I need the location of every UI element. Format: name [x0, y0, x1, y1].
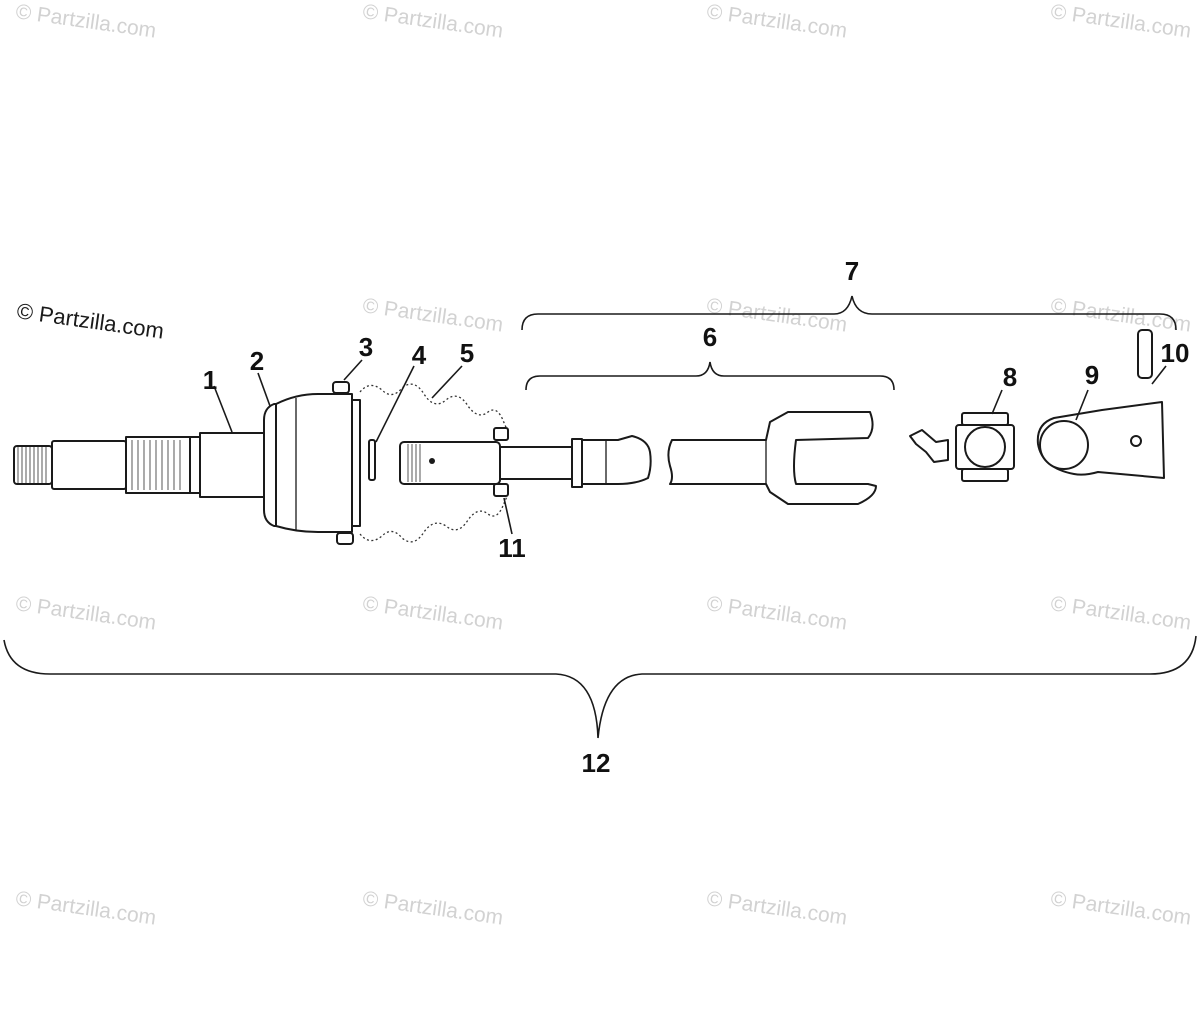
- part-3-boot-clamp: [332, 381, 354, 545]
- callout-4: 4: [412, 340, 427, 370]
- watermark: © Partzilla.com: [361, 294, 504, 336]
- watermark: © Partzilla.com: [14, 887, 157, 929]
- part-6-shaft-yoke: [399, 411, 877, 505]
- callout-3: 3: [359, 332, 373, 362]
- leader-lines: [213, 359, 1167, 535]
- callout-8: 8: [1003, 362, 1017, 392]
- callout-9: 9: [1085, 360, 1099, 390]
- watermark: © Partzilla.com: [14, 0, 157, 42]
- watermark: © Partzilla.com: [705, 887, 848, 929]
- watermark: © Partzilla.com: [705, 294, 848, 336]
- part-4-snap-ring: [368, 439, 376, 481]
- callout-12: 12: [582, 748, 611, 778]
- watermark: © Partzilla.com: [361, 0, 504, 42]
- watermark: © Partzilla.com: [1049, 294, 1192, 336]
- callout-7: 7: [845, 256, 859, 286]
- brace-7: [521, 295, 1177, 331]
- part-1-stub-shaft: [13, 432, 265, 498]
- watermark: © Partzilla.com: [1049, 592, 1192, 634]
- watermark: © Partzilla.com: [14, 592, 157, 634]
- callout-6: 6: [703, 322, 717, 352]
- callout-5: 5: [460, 338, 474, 368]
- part-5-cv-boot: [359, 383, 509, 543]
- callout-labels: 1 2 3 4 5 6 7 8 9 10 11 12: [203, 256, 1190, 778]
- watermark: © Partzilla.com: [361, 887, 504, 929]
- callout-10: 10: [1161, 338, 1190, 368]
- callout-2: 2: [250, 346, 264, 376]
- watermark: © Partzilla.com: [1049, 0, 1192, 42]
- copyright-notice: © Partzilla.com: [15, 298, 165, 343]
- brace-12: [3, 635, 1197, 739]
- watermark: © Partzilla.com: [1049, 887, 1192, 929]
- part-11-screw: [493, 427, 509, 497]
- part-2-cv-housing: [263, 393, 361, 533]
- watermark: © Partzilla.com: [705, 0, 848, 42]
- brace-6: [525, 361, 895, 391]
- watermark: © Partzilla.com: [361, 592, 504, 634]
- callout-1: 1: [203, 365, 217, 395]
- part-8-cross-bearing: [909, 412, 1015, 482]
- part-9-yoke-arm: [1036, 401, 1165, 479]
- watermark: © Partzilla.com: [705, 592, 848, 634]
- part-10-pin: [1137, 329, 1153, 379]
- callout-11: 11: [498, 533, 526, 563]
